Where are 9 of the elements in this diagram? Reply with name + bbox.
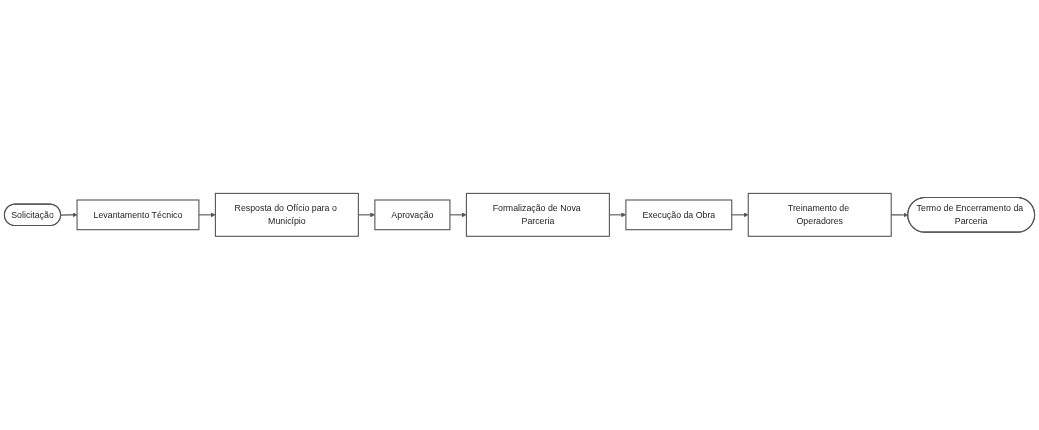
node-box: Treinamento de Operadores xyxy=(747,193,892,237)
node-box: Resposta do Ofício para o Município xyxy=(214,193,359,237)
arrow xyxy=(60,212,78,218)
arrow xyxy=(731,212,749,218)
node-box: Formalização de Nova Parceria xyxy=(465,193,610,237)
node-box: Levantamento Técnico xyxy=(76,199,200,231)
node-box: Execução da Obra xyxy=(625,199,733,231)
node-box: Aprovação xyxy=(374,199,451,231)
arrow xyxy=(449,212,467,218)
